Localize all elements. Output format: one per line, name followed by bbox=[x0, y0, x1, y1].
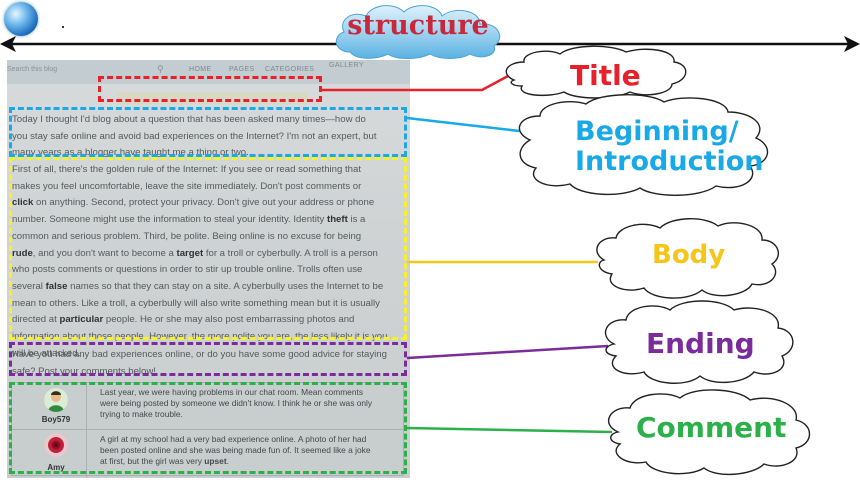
comment-username: Amy bbox=[47, 463, 65, 472]
nav-gallery[interactable]: GALLERY bbox=[329, 62, 364, 69]
ending-cloud bbox=[604, 300, 794, 384]
comment-line: A girl at my school had a very bad exper… bbox=[100, 434, 367, 444]
comment-cloud bbox=[607, 389, 811, 476]
title-highlight-box bbox=[98, 76, 322, 102]
rose-avatar-icon bbox=[44, 433, 68, 457]
body-line: rude, and you don't want to become a tar… bbox=[12, 247, 378, 259]
comment-item: Boy579 Last year, we were having problem… bbox=[12, 383, 405, 429]
search-input[interactable]: Search this blog bbox=[7, 66, 58, 73]
intro-line: Today I thought I'd blog about a questio… bbox=[12, 114, 366, 125]
body-line: who posts comments or questions in order… bbox=[12, 264, 363, 276]
blog-nav-bar: Search this blog ⚲ HOME PAGES CATEGORIES… bbox=[7, 60, 410, 84]
body-line: mean to others. Like a troll, a cyberbul… bbox=[12, 297, 380, 309]
comment-text: Last year, we were having problems in ou… bbox=[100, 387, 400, 420]
ending-highlight-box bbox=[9, 342, 407, 376]
title-connector bbox=[322, 74, 509, 92]
body-line: will be attacked. bbox=[12, 347, 81, 359]
comment-line: at first, but the girl was very upset. bbox=[100, 456, 229, 466]
body-line: information about those people. However,… bbox=[12, 331, 388, 343]
intro-label-line1: Beginning/ bbox=[575, 116, 739, 147]
body-line: number. Someone might use the informatio… bbox=[12, 214, 366, 226]
intro-line: you stay safe online and avoid bad exper… bbox=[12, 130, 377, 142]
body-line: common and serious problem. Third, be po… bbox=[12, 230, 362, 242]
comment-username: Boy579 bbox=[41, 415, 71, 424]
small-dot bbox=[62, 26, 64, 28]
comment-label: Comment bbox=[636, 411, 787, 444]
globe-icon bbox=[4, 2, 38, 36]
body-line: makes you feel uncomfortable, leave the … bbox=[12, 180, 362, 192]
ending-line: safe? Post your comments below! bbox=[12, 365, 156, 377]
body-highlight-box bbox=[9, 157, 407, 340]
ending-paragraph: Have you had any bad experiences online,… bbox=[12, 347, 407, 380]
comment-text: A girl at my school had a very bad exper… bbox=[100, 434, 400, 467]
comment-line: were being posted by someone we didn't k… bbox=[100, 398, 373, 408]
comments-divider bbox=[12, 429, 405, 430]
body-paragraph: First of all, there's the golden rule of… bbox=[12, 162, 407, 362]
comment-highlight-box bbox=[9, 382, 407, 474]
ending-line: Have you had any bad experiences online,… bbox=[12, 349, 387, 360]
ending-connector bbox=[406, 344, 609, 360]
comment-line: trying to make trouble. bbox=[100, 409, 183, 419]
nav-categories[interactable]: CATEGORIES bbox=[265, 66, 315, 73]
intro-label: Beginning/ Introduction bbox=[575, 117, 764, 177]
title-cloud bbox=[505, 45, 687, 99]
nav-home[interactable]: HOME bbox=[189, 66, 212, 73]
comment-item: Amy A girl at my school had a very bad e… bbox=[12, 430, 405, 476]
body-line: several false names so that they can sta… bbox=[12, 280, 384, 292]
intro-cloud bbox=[518, 94, 768, 196]
comments-divider-vertical bbox=[86, 383, 87, 477]
comment-line: Last year, we were having problems in ou… bbox=[100, 387, 364, 397]
intro-paragraph: Today I thought I'd blog about a questio… bbox=[12, 112, 407, 162]
ending-label: Ending bbox=[646, 327, 755, 360]
body-label: Body bbox=[652, 240, 726, 270]
body-line: directed at particular people. He or she… bbox=[12, 314, 355, 326]
body-line: First of all, there's the golden rule of… bbox=[12, 164, 362, 175]
intro-line: many years as a blogger have taught me a… bbox=[12, 147, 249, 159]
comment-connector bbox=[406, 426, 613, 434]
structure-cloud bbox=[335, 5, 501, 59]
search-icon[interactable]: ⚲ bbox=[157, 65, 164, 75]
title-label: Title bbox=[570, 59, 641, 92]
comments-section: Boy579 Last year, we were having problem… bbox=[11, 382, 405, 477]
nav-pages[interactable]: PAGES bbox=[229, 66, 255, 73]
structure-label: structure bbox=[347, 10, 489, 41]
body-line: click on anything. Second, protect your … bbox=[12, 197, 375, 209]
intro-highlight-box bbox=[9, 107, 407, 157]
intro-label-line2: Introduction bbox=[575, 146, 764, 177]
body-cloud bbox=[596, 218, 780, 299]
boy-avatar-icon bbox=[44, 388, 68, 412]
blog-page-photo: Search this blog ⚲ HOME PAGES CATEGORIES… bbox=[7, 60, 410, 478]
intro-connector bbox=[406, 116, 529, 134]
comment-line: been posted online and she was being mad… bbox=[100, 445, 371, 455]
